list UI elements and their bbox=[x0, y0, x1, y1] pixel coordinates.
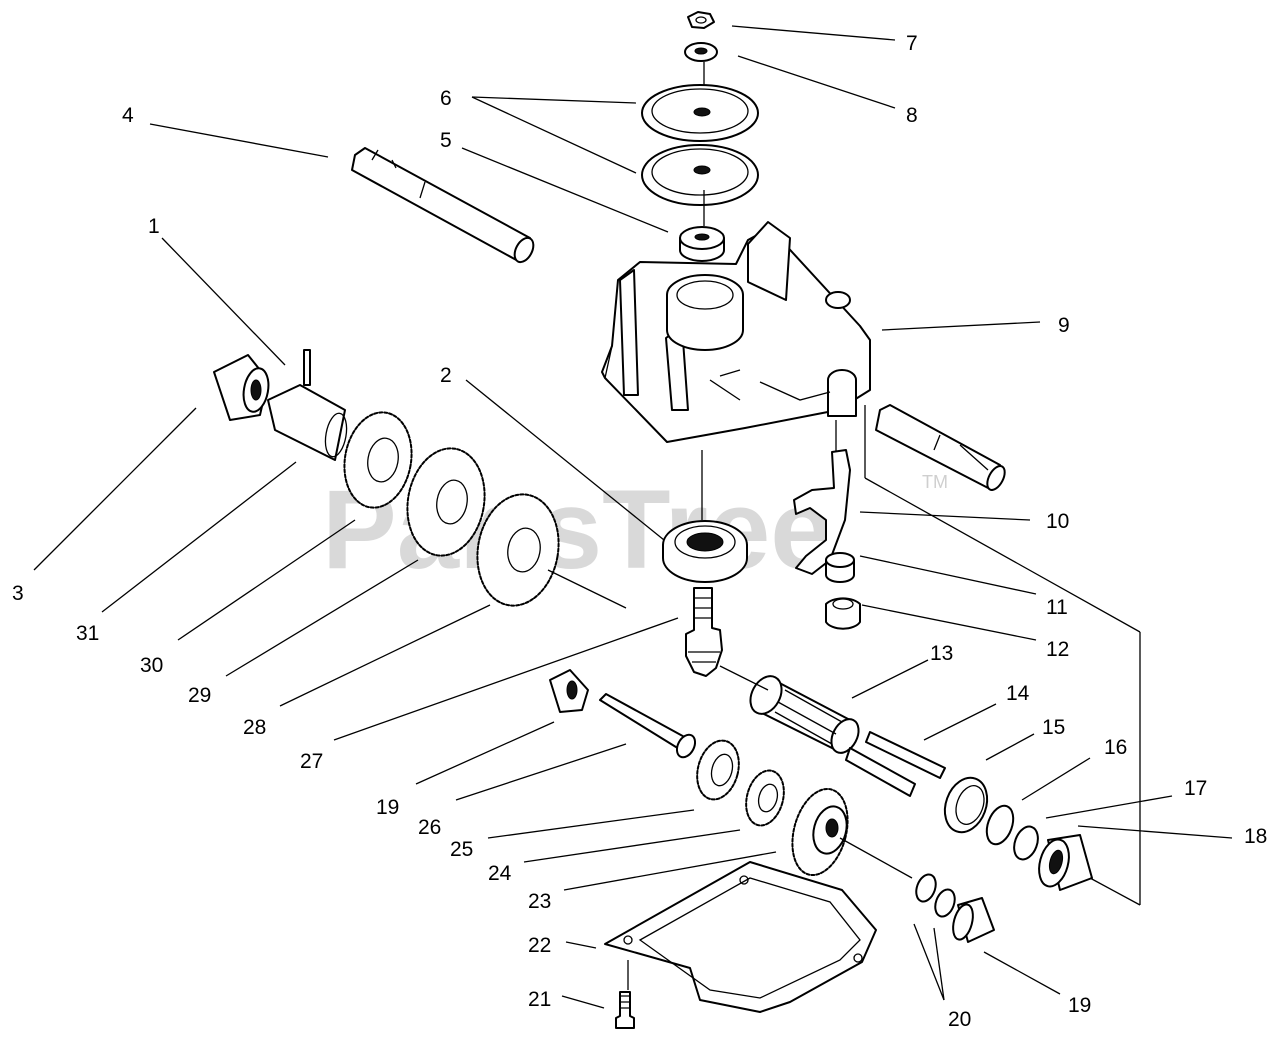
part-1-pin[interactable] bbox=[303, 349, 311, 386]
callout-29: 29 bbox=[188, 684, 211, 707]
part-3-bushing[interactable] bbox=[213, 354, 272, 421]
callout-4: 4 bbox=[122, 104, 134, 127]
callout-2: 2 bbox=[440, 364, 452, 387]
callouts: 7 8 6 5 4 9 1 2 3 31 30 29 28 10 11 12 bbox=[12, 25, 1267, 1031]
assembly-lines bbox=[627, 62, 1141, 990]
callout-19b: 19 bbox=[1068, 994, 1091, 1017]
callout-17: 17 bbox=[1184, 777, 1207, 800]
callout-24: 24 bbox=[488, 862, 512, 885]
callout-26: 26 bbox=[418, 816, 441, 839]
part-17-washer[interactable] bbox=[1010, 823, 1042, 862]
part-24-gear[interactable] bbox=[740, 766, 789, 829]
callout-3: 3 bbox=[12, 582, 24, 605]
callout-25: 25 bbox=[450, 838, 473, 861]
part-2-bearing[interactable] bbox=[662, 520, 748, 583]
part-5-spacer[interactable] bbox=[679, 226, 725, 262]
watermark-text: PartsTree bbox=[322, 467, 833, 592]
callout-13: 13 bbox=[930, 642, 953, 665]
part-28-gear[interactable] bbox=[469, 488, 567, 612]
part-19-bushing-lower[interactable] bbox=[950, 897, 995, 943]
part-10-shift-fork[interactable] bbox=[793, 449, 851, 575]
part-26-shaft[interactable] bbox=[599, 693, 699, 760]
callout-12: 12 bbox=[1046, 638, 1069, 661]
callout-31: 31 bbox=[76, 622, 99, 645]
part-9-housing[interactable] bbox=[601, 221, 871, 443]
callout-8: 8 bbox=[906, 104, 918, 127]
part-upper-right-shaft[interactable] bbox=[875, 404, 1008, 493]
part-13-splined-sleeve[interactable] bbox=[744, 671, 864, 758]
callout-19a: 19 bbox=[376, 796, 399, 819]
callout-18: 18 bbox=[1244, 825, 1267, 848]
part-21-bolt[interactable] bbox=[615, 991, 635, 1029]
part-6-cover-plates[interactable] bbox=[641, 84, 759, 206]
watermark: PartsTree TM bbox=[322, 467, 948, 592]
part-11-sleeve[interactable] bbox=[825, 552, 855, 583]
part-27-pinion-shaft[interactable] bbox=[685, 587, 723, 677]
part-20-washers[interactable] bbox=[913, 872, 958, 919]
callout-30: 30 bbox=[140, 654, 163, 677]
callout-5: 5 bbox=[440, 129, 452, 152]
part-4-shaft[interactable] bbox=[351, 147, 537, 265]
callout-28: 28 bbox=[243, 716, 266, 739]
part-15-bushing[interactable] bbox=[938, 772, 995, 838]
part-8-washer[interactable] bbox=[684, 42, 718, 62]
callout-22: 22 bbox=[528, 934, 551, 957]
part-23-gear-hub[interactable] bbox=[783, 783, 856, 881]
callout-21: 21 bbox=[528, 988, 551, 1011]
callout-10: 10 bbox=[1046, 510, 1069, 533]
callout-23: 23 bbox=[528, 890, 551, 913]
part-30-gear[interactable] bbox=[337, 407, 419, 513]
part-18-bushing[interactable] bbox=[1034, 834, 1093, 891]
callout-6: 6 bbox=[440, 87, 452, 110]
part-19-bushing-upper[interactable] bbox=[549, 669, 589, 713]
part-16-retaining-ring[interactable] bbox=[982, 802, 1018, 848]
callout-20: 20 bbox=[948, 1008, 971, 1031]
callout-16: 16 bbox=[1104, 736, 1127, 759]
callout-27: 27 bbox=[300, 750, 323, 773]
callout-14: 14 bbox=[1006, 682, 1030, 705]
callout-1: 1 bbox=[148, 215, 160, 238]
part-29-gear[interactable] bbox=[399, 442, 493, 562]
part-31-coupling[interactable] bbox=[267, 384, 350, 461]
callout-9: 9 bbox=[1058, 314, 1070, 337]
part-22-bottom-cover[interactable] bbox=[604, 861, 877, 1013]
part-7-nut[interactable] bbox=[687, 11, 715, 29]
watermark-trademark: TM bbox=[922, 472, 948, 492]
part-12-clip[interactable] bbox=[825, 597, 861, 630]
callout-7: 7 bbox=[906, 32, 918, 55]
callout-11: 11 bbox=[1046, 596, 1068, 619]
callout-15: 15 bbox=[1042, 716, 1065, 739]
part-25-gear[interactable] bbox=[691, 736, 745, 804]
part-14-key[interactable] bbox=[845, 731, 946, 797]
